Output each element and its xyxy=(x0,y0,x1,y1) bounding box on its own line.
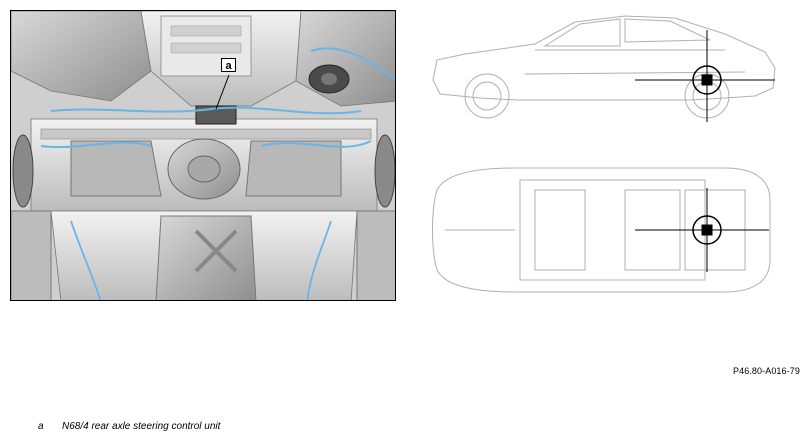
vehicle-side-view xyxy=(425,10,785,128)
underbody-illustration xyxy=(10,10,396,301)
legend-text: N68/4 rear axle steering control unit xyxy=(62,421,221,432)
legend-key: a xyxy=(38,421,44,432)
figure-reference-code: P46.80-A016-79 xyxy=(733,366,800,376)
callout-a-label: a xyxy=(221,58,236,72)
legend: a N68/4 rear axle steering control unit xyxy=(38,421,220,432)
vehicle-top-view xyxy=(425,160,785,300)
underbody-drawing xyxy=(11,11,395,300)
